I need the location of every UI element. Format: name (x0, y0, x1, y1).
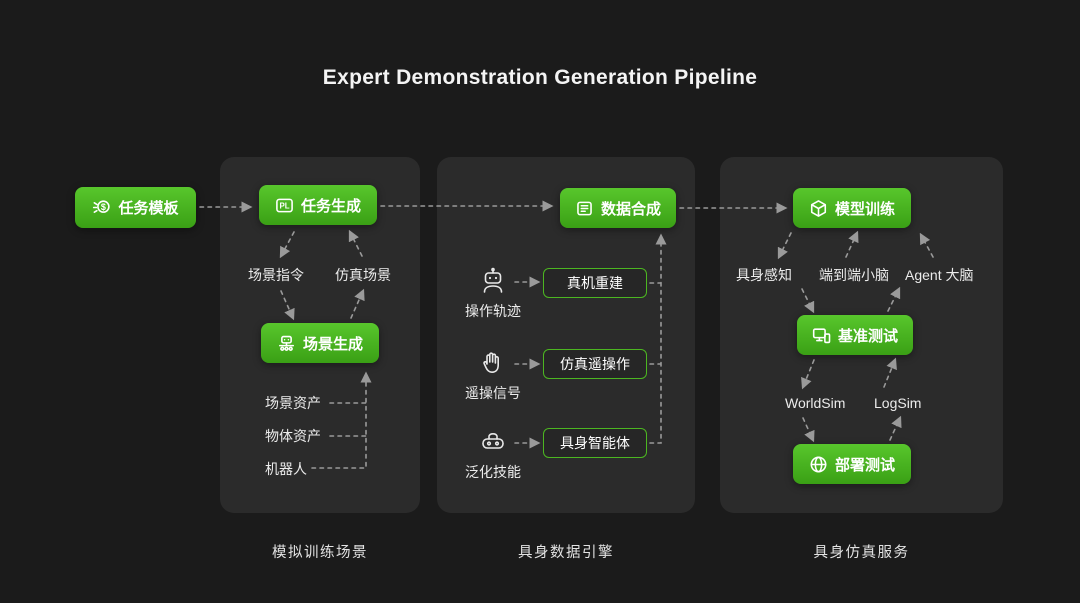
generalized-skill-label: 泛化技能 (465, 464, 521, 480)
real-machine-reconstruction-label: 真机重建 (567, 275, 623, 291)
embodied-agent-label: 具身智能体 (560, 435, 630, 451)
embodied-perception-label: 具身感知 (736, 267, 792, 283)
scene-generation-label: 场景生成 (302, 335, 363, 353)
task-template-node: $ 任务模板 (75, 187, 196, 228)
embodied-agent-box: 具身智能体 (543, 428, 647, 458)
benchmark-monitor-icon (812, 327, 831, 343)
sim-teleoperation-box: 仿真遥操作 (543, 349, 647, 379)
data-synthesis-node: 数据合成 (560, 188, 676, 228)
model-training-label: 模型训练 (834, 200, 895, 218)
deployment-test-node: 部署测试 (793, 444, 911, 484)
worldsim-label: WorldSim (785, 395, 846, 411)
sim-teleoperation-label: 仿真遥操作 (560, 356, 630, 372)
operation-trajectory-label: 操作轨迹 (465, 303, 521, 319)
caption-simulation-training-scene: 模拟训练场景 (272, 545, 368, 561)
data-synthesis-label: 数据合成 (600, 200, 661, 218)
scene-generation-node: 场景生成 (261, 323, 379, 363)
agent-brain-label: Agent 大脑 (905, 267, 974, 283)
svg-text:$: $ (101, 202, 106, 212)
model-training-node: 模型训练 (793, 188, 911, 228)
deployment-test-label: 部署测试 (834, 456, 895, 474)
scene-asset-label: 场景资产 (265, 395, 321, 411)
caption-embodied-data-engine: 具身数据引擎 (518, 545, 614, 561)
task-template-label: 任务模板 (118, 200, 179, 217)
globe-deploy-icon (810, 456, 827, 472)
end-to-end-cerebellum-label: 端到端小脑 (819, 267, 889, 283)
task-generation-label: 任务生成 (300, 197, 361, 215)
page-title: Expert Demonstration Generation Pipeline (322, 66, 758, 89)
robot-asset-label: 机器人 (265, 461, 307, 477)
benchmark-test-node: 基准测试 (797, 315, 913, 355)
task-generation-node: PL 任务生成 (259, 185, 377, 225)
benchmark-test-label: 基准测试 (837, 327, 898, 345)
panel-simulation-training-scene: PL 任务生成 场景指令 仿真场景 场景生成 场景资产 物体资产 机器人 (220, 157, 420, 513)
scene-command-label: 场景指令 (248, 267, 304, 283)
robot-head-icon (483, 267, 503, 293)
money-task-icon: $ (93, 200, 111, 213)
logsim-label: LogSim (874, 395, 922, 411)
panel-embodied-data-engine: 数据合成 操作轨迹 真机重建 遥操信号 仿真遥操作 泛化技能 (437, 157, 695, 513)
real-machine-reconstruction-box: 真机重建 (543, 268, 647, 298)
data-synthesis-icon (577, 201, 592, 215)
panel-embodied-simulation-service: 模型训练 具身感知 端到端小脑 Agent 大脑 基准测试 WorldSim L… (720, 157, 1003, 513)
caption-embodied-simulation-service: 具身仿真服务 (813, 545, 910, 561)
pl-badge-text: PL (279, 201, 289, 210)
teleop-glove-icon (483, 352, 499, 373)
controller-skill-icon (482, 433, 504, 449)
scene-generator-icon (278, 335, 295, 351)
teleop-signal-label: 遥操信号 (465, 385, 521, 401)
cube-icon (810, 199, 827, 217)
object-asset-label: 物体资产 (265, 428, 321, 444)
pl-badge-icon: PL (276, 198, 293, 212)
sim-scene-label: 仿真场景 (335, 267, 391, 283)
